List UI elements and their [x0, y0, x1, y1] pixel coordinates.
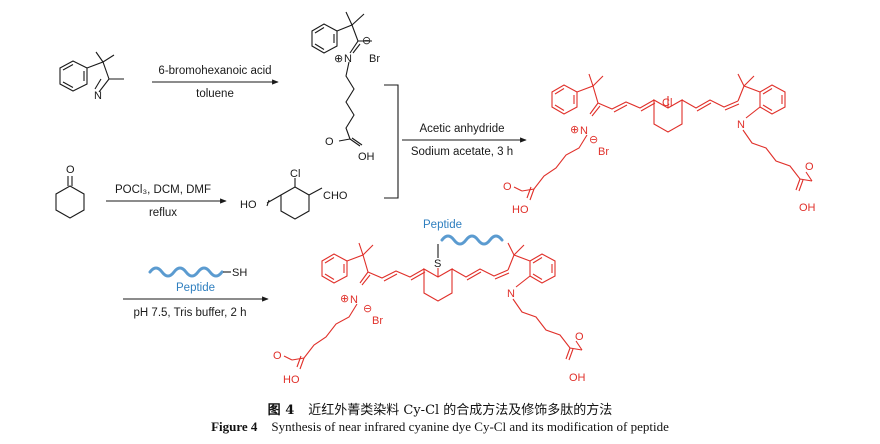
peptide-wave-icon — [148, 266, 224, 278]
atom-cl: Cl — [290, 168, 300, 180]
peptide-label: Peptide — [176, 282, 215, 294]
atom-sh: SH — [232, 267, 247, 279]
cyclohexanone-structure: O — [55, 164, 85, 219]
minus-charge: ⊖ — [363, 303, 372, 315]
indolium-bromide-structure: N ⊕ ⊖ Br O OH — [311, 11, 380, 163]
bromide: Br — [598, 146, 609, 158]
solvent-toluene: toluene — [196, 88, 234, 100]
reagent-sodium-acetate: Sodium acetate, 3 h — [411, 146, 513, 158]
caption-chinese: 图 4 近红外菁类染料 Cy-Cl 的合成方法及修饰多肽的方法 — [0, 399, 880, 418]
atom-o-left: O — [273, 350, 282, 362]
peptide-label: Peptide — [423, 219, 462, 231]
atom-n-left: N — [350, 294, 358, 306]
atom-n: N — [94, 90, 102, 102]
atom-n: N — [344, 53, 352, 65]
plus-charge: ⊕ — [340, 293, 349, 305]
atom-cho: CHO — [323, 190, 348, 202]
atom-ho-left: HO — [512, 204, 529, 216]
cy-cl-dye-structure: N ⊕ ⊖ Br Cl N O HO O OH — [503, 73, 816, 216]
peptide-thiol-reagent: SH Peptide — [148, 266, 247, 294]
condition-reflux: reflux — [149, 207, 177, 219]
chloro-dialdehyde-structure: Cl HO CHO — [240, 168, 348, 220]
reagent-vilsmeier: POCl₃, DCM, DMF — [115, 184, 211, 196]
atom-n-right: N — [507, 288, 515, 300]
caption-en-label: Figure 4 — [211, 419, 258, 434]
atom-o-right: O — [575, 331, 584, 343]
peptide-wave-icon — [440, 234, 504, 246]
reaction-scheme: N 6-bromohexanoic acid toluene N ⊕ ⊖ Br … — [55, 11, 816, 386]
atom-ho: HO — [240, 199, 257, 211]
reagent-acetic-anhydride: Acetic anhydride — [419, 123, 504, 135]
bromide: Br — [369, 53, 380, 65]
bromide: Br — [372, 315, 383, 327]
atom-o-left: O — [503, 181, 512, 193]
atom-oh: OH — [358, 151, 375, 163]
atom-s: S — [434, 258, 441, 270]
caption-cn-label: 图 4 — [267, 403, 295, 418]
atom-cl: Cl — [662, 97, 672, 109]
trimethylindolenine-structure: N — [59, 51, 124, 102]
plus-charge: ⊕ — [334, 53, 343, 65]
atom-o: O — [66, 164, 75, 176]
caption-cn-text: 近红外菁类染料 Cy-Cl 的合成方法及修饰多肽的方法 — [308, 403, 613, 418]
reagent-6-bromohexanoic-acid: 6-bromohexanoic acid — [158, 65, 271, 77]
condition-tris-buffer: pH 7.5, Tris buffer, 2 h — [134, 307, 247, 319]
plus-charge: ⊕ — [570, 124, 579, 136]
atom-ho-left: HO — [283, 374, 300, 386]
caption-english: Figure 4 Synthesis of near infrared cyani… — [0, 419, 880, 435]
atom-oh-right: OH — [799, 202, 816, 214]
atom-n-left: N — [580, 125, 588, 137]
caption-en-text: Synthesis of near infrared cyanine dye C… — [271, 419, 669, 434]
peptide-cy-dye-structure: S Peptide N ⊕ ⊖ Br N O HO O OH — [273, 219, 586, 386]
minus-charge: ⊖ — [589, 134, 598, 146]
minus-charge: ⊖ — [362, 35, 371, 47]
atom-oh-right: OH — [569, 372, 586, 384]
atom-o-right: O — [805, 161, 814, 173]
atom-o: O — [325, 136, 334, 148]
combine-bracket — [384, 84, 399, 199]
atom-n-right: N — [737, 119, 745, 131]
